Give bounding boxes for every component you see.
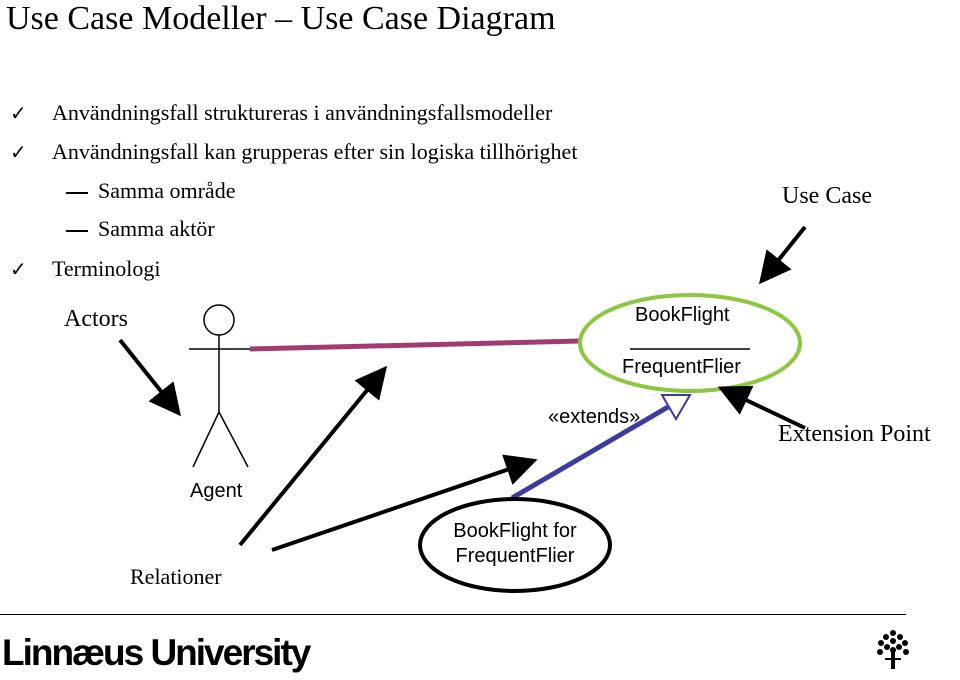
pointer-arrows <box>118 225 807 552</box>
extends-stereotype: «extends» <box>548 406 641 428</box>
use-case-arrow-icon <box>758 225 807 285</box>
actor-figure <box>189 304 250 468</box>
relation-arrow-1-icon <box>238 365 388 547</box>
check-icon: ✓ <box>10 103 27 125</box>
actors-label: Actors <box>64 306 128 332</box>
check-icon: ✓ <box>10 142 27 164</box>
extends-arrowhead-icon <box>660 394 692 421</box>
extending-use-case-name: BookFlight for FrequentFlier <box>453 520 577 567</box>
actor-right-leg <box>218 411 249 468</box>
dash-icon <box>66 230 88 232</box>
footer-divider <box>0 614 906 615</box>
extension-point-arrow-icon <box>717 385 806 430</box>
relation-arrow-2-icon <box>271 454 538 552</box>
relations-label: Relationer <box>130 564 222 589</box>
use-case-name: BookFlight <box>635 304 730 326</box>
sub-bullet-item: Samma område <box>98 178 236 203</box>
university-logo: Linnæus University <box>2 632 311 673</box>
sub-bullet-item: Samma aktör <box>98 216 215 241</box>
bullet-item: Användningsfall struktureras i användnin… <box>52 100 553 125</box>
tree-logo-icon <box>877 630 909 669</box>
check-icon: ✓ <box>10 259 27 281</box>
page-title: Use Case Modeller – Use Case Diagram <box>6 0 556 37</box>
association-line <box>249 338 581 352</box>
actor-name: Agent <box>190 480 243 502</box>
bullet-item: Terminologi <box>52 256 161 281</box>
bullet-item: Användningsfall kan grupperas efter sin … <box>52 139 578 164</box>
use-case-bookflight-frequentflier <box>418 497 612 593</box>
extends-line <box>510 404 670 501</box>
extension-point-label: Extension Point <box>778 421 931 447</box>
use-case-label: Use Case <box>782 183 872 209</box>
use-case-bookflight <box>578 293 802 393</box>
extension-point-name: FrequentFlier <box>622 356 741 378</box>
actors-arrow-icon <box>118 338 181 417</box>
dash-icon <box>66 192 88 194</box>
actor-left-leg <box>192 411 220 468</box>
actor-head <box>203 304 235 336</box>
